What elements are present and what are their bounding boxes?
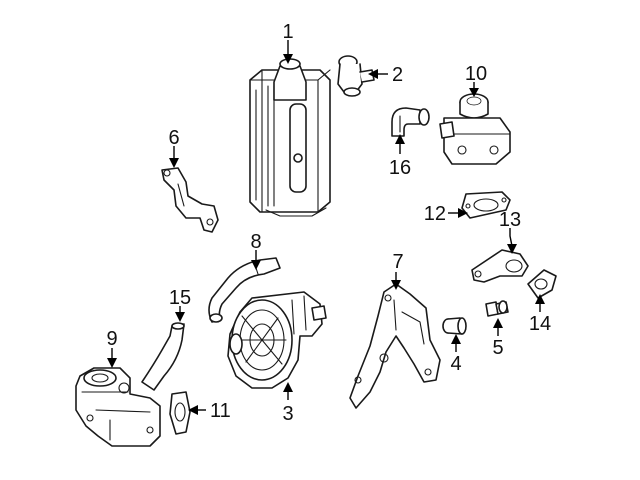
callout-16: 16 xyxy=(389,157,411,179)
part-13-pipe-flange xyxy=(471,249,529,283)
callout-8: 8 xyxy=(250,231,261,253)
callout-13: 13 xyxy=(499,209,521,231)
part-5-bolt xyxy=(485,300,509,317)
callout-10: 10 xyxy=(465,63,487,85)
part-7-bracket xyxy=(349,283,441,409)
part-12-gasket xyxy=(461,191,511,219)
callout-7: 7 xyxy=(392,251,403,273)
callout-5: 5 xyxy=(492,337,503,359)
callout-labels: 1 2 3 4 5 6 7 8 9 10 11 12 13 14 15 16 xyxy=(106,21,551,425)
part-15-hose xyxy=(141,322,185,391)
callout-15: 15 xyxy=(169,287,191,309)
callout-14: 14 xyxy=(529,313,551,335)
part-9-valve-assembly xyxy=(75,367,161,447)
callout-2: 2 xyxy=(392,64,403,86)
part-6-bracket xyxy=(161,167,219,233)
callout-12: 12 xyxy=(424,203,446,225)
part-16-hose-elbow xyxy=(391,107,430,137)
part-1-canister xyxy=(249,58,331,217)
callout-6: 6 xyxy=(168,127,179,149)
part-10-valve-assembly xyxy=(439,93,511,165)
part-14-gasket xyxy=(527,269,557,299)
part-4-fitting xyxy=(442,317,467,335)
callout-9: 9 xyxy=(106,328,117,350)
part-11-gasket xyxy=(169,391,191,435)
callout-1: 1 xyxy=(282,21,293,43)
part-2-valve xyxy=(337,55,375,97)
callout-3: 3 xyxy=(282,403,293,425)
leader-lines xyxy=(107,40,545,415)
part-3-air-pump xyxy=(227,291,327,389)
callout-4: 4 xyxy=(450,353,461,375)
callout-11: 11 xyxy=(210,400,231,422)
